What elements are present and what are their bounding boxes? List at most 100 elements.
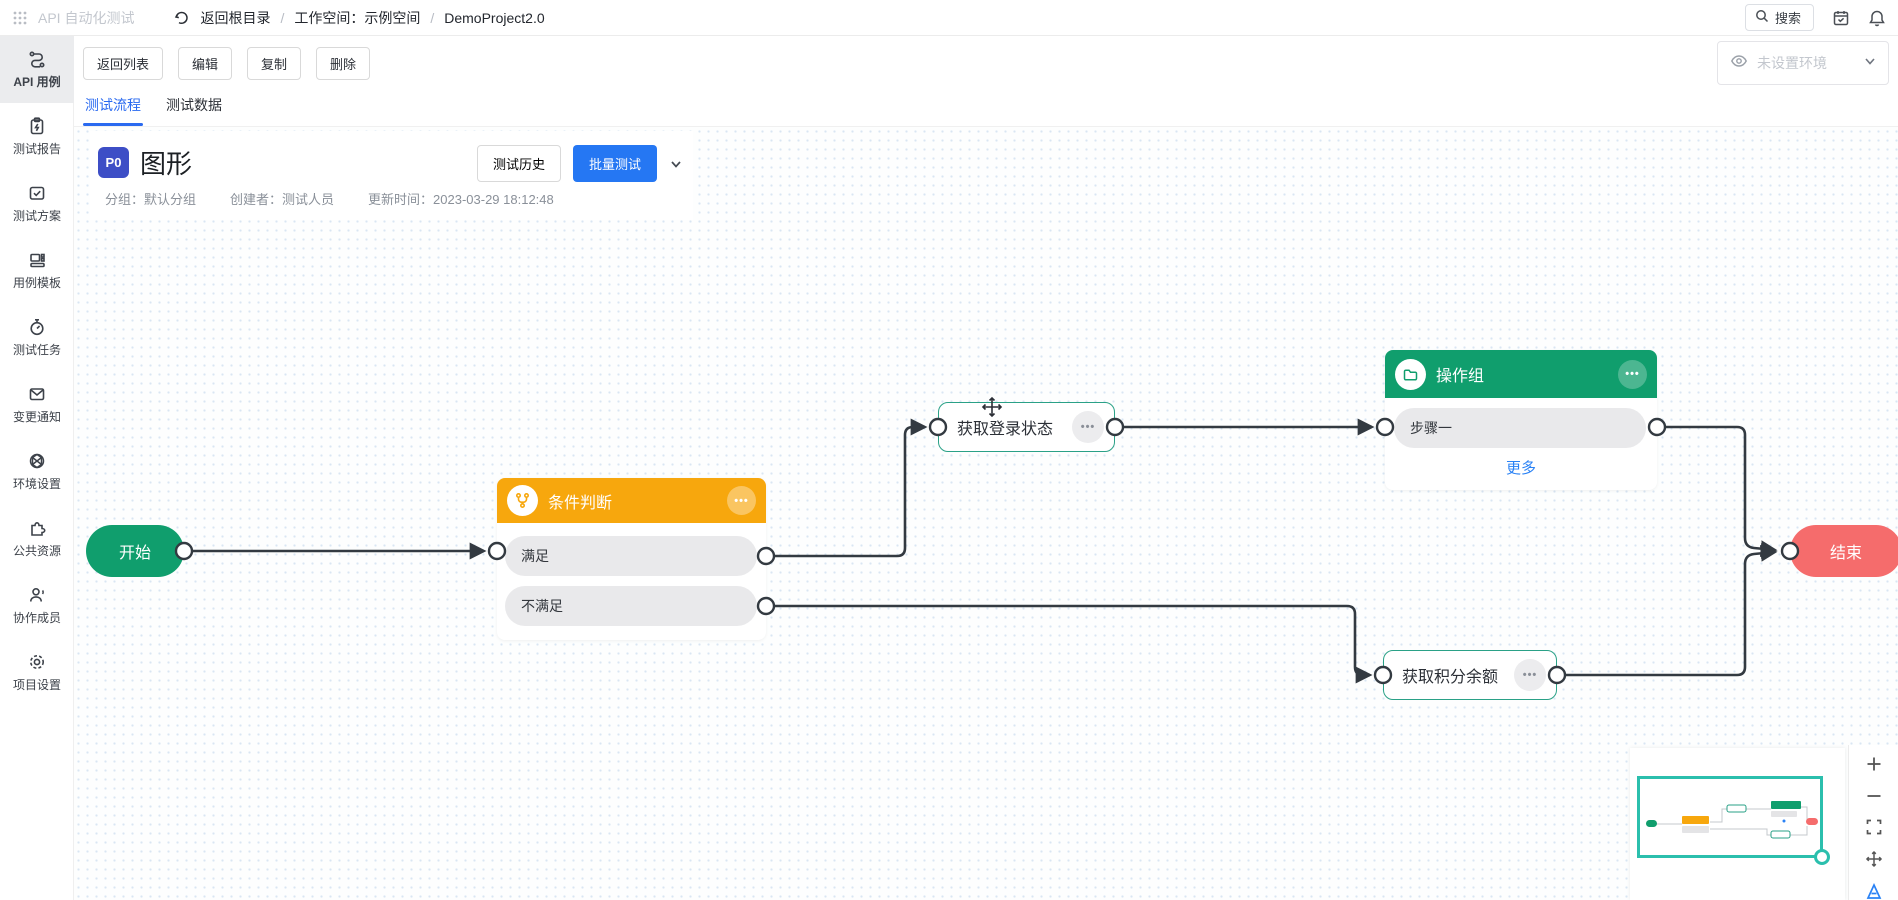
app-grid-icon[interactable] — [12, 10, 28, 26]
search-icon — [1755, 9, 1769, 26]
bell-icon[interactable] — [1868, 9, 1886, 27]
sidebar: API 用例 测试报告 测试方案 用例模板 — [0, 36, 74, 900]
edge-group-to-end — [1665, 425, 1778, 558]
node-title: 条件判断 — [548, 494, 613, 512]
delete-button[interactable]: 删除 — [316, 46, 371, 80]
branch-row-not-met[interactable]: 不满足 — [505, 586, 757, 626]
puzzle-icon — [31, 521, 46, 536]
copy-button[interactable]: 复制 — [247, 46, 302, 80]
flow-edges-layer — [174, 417, 1800, 685]
flow-node-action-group[interactable]: 操作组 ••• 步骤一 更多 — [1385, 350, 1657, 490]
sidebar-item-env-settings[interactable]: 环境设置 — [0, 438, 74, 505]
annotate-tool-button[interactable] — [1863, 881, 1885, 900]
template-layout-icon — [30, 253, 45, 268]
breadcrumb: 返回根目录 / 工作空间：示例空间 / DemoProject2.0 — [174, 8, 545, 28]
sidebar-item-label: 变更通知 — [12, 410, 61, 424]
folder-icon — [1395, 358, 1426, 390]
sidebar-item-test-reports[interactable]: 测试报告 — [0, 103, 74, 170]
edge-get-points-to-end — [1565, 544, 1778, 677]
back-to-list-button[interactable]: 返回列表 — [83, 46, 164, 80]
search-label: 搜索 — [1774, 11, 1801, 26]
node-label: 获取积分余额 — [1402, 669, 1499, 686]
tab-test-flow[interactable]: 测试流程 — [83, 95, 143, 126]
sidebar-item-label: 项目设置 — [12, 678, 61, 692]
case-summary-card: P0 图形 分组：默认分组 创建者：测试人员 更新时间：2023-03-29 1… — [90, 131, 693, 220]
minimap-panel — [1630, 748, 1845, 900]
branch-row-met[interactable]: 满足 — [505, 536, 757, 576]
case-actions: 测试历史 批量测试 — [476, 145, 683, 182]
env-selector[interactable]: 未设置环境 — [1717, 41, 1889, 85]
test-history-button[interactable]: 测试历史 — [476, 145, 561, 182]
node-menu-button[interactable]: ••• — [1072, 411, 1104, 443]
flow-canvas[interactable]: P0 图形 分组：默认分组 创建者：测试人员 更新时间：2023-03-29 1… — [74, 127, 1898, 900]
zoom-out-button[interactable] — [1863, 787, 1885, 806]
detail-tabs: 测试流程 测试数据 — [74, 90, 1898, 127]
sidebar-item-label: 测试方案 — [12, 209, 61, 223]
sidebar-item-label: 公共资源 — [12, 544, 61, 558]
breadcrumb-separator: / — [430, 9, 435, 26]
case-creator: 创建者：测试人员 — [230, 192, 335, 207]
priority-badge: P0 — [98, 147, 129, 178]
sidebar-item-case-templates[interactable]: 用例模板 — [0, 237, 74, 304]
node-menu-button[interactable]: ••• — [1618, 359, 1647, 389]
member-icon — [30, 588, 44, 602]
sidebar-item-project-settings[interactable]: 项目设置 — [0, 639, 74, 706]
sidebar-item-label: 环境设置 — [12, 477, 61, 491]
breadcrumb-root[interactable]: 返回根目录 — [200, 9, 271, 26]
fit-view-button[interactable] — [1863, 818, 1885, 837]
env-selector-value: 未设置环境 — [1757, 55, 1827, 71]
app-title: API 自动化测试 — [38, 9, 135, 26]
zoom-in-button[interactable] — [1863, 755, 1885, 774]
case-toolbar: 返回列表 编辑 复制 删除 未设置环境 — [74, 36, 1898, 90]
node-menu-button[interactable]: ••• — [1514, 659, 1546, 691]
pan-mode-button[interactable] — [1863, 850, 1885, 869]
case-meta: 分组：默认分组 创建者：测试人员 更新时间：2023-03-29 18:12:4… — [105, 189, 554, 208]
calendar-check-icon[interactable] — [1832, 9, 1850, 27]
back-undo-icon[interactable] — [174, 10, 190, 26]
breadcrumb-workspace[interactable]: 工作空间：示例空间 — [294, 9, 421, 26]
sidebar-item-test-plans[interactable]: 测试方案 — [0, 170, 74, 237]
batch-test-dropdown-icon[interactable] — [669, 157, 683, 171]
globe-icon — [29, 453, 45, 469]
case-group: 分组：默认分组 — [105, 192, 197, 207]
node-label: 开始 — [118, 545, 151, 562]
more-steps-link[interactable]: 更多 — [1505, 460, 1536, 477]
flow-node-get-login-status[interactable]: 获取登录状态 ••• — [938, 402, 1115, 452]
node-title: 操作组 — [1436, 368, 1485, 385]
node-label: 获取登录状态 — [957, 421, 1054, 438]
minimap-preview — [1646, 801, 1818, 839]
search-button[interactable]: 搜索 — [1744, 4, 1814, 31]
tab-test-data[interactable]: 测试数据 — [166, 97, 222, 113]
minimap-resize-handle[interactable] — [1814, 849, 1830, 865]
report-clipboard-icon — [30, 117, 44, 135]
action-group-header: 操作组 ••• — [1385, 350, 1657, 398]
sidebar-item-members[interactable]: 协作成员 — [0, 572, 74, 639]
case-updated: 更新时间：2023-03-29 18:12:48 — [368, 192, 554, 207]
step-row-one[interactable]: 步骤一 — [1394, 408, 1646, 448]
sidebar-item-api-cases[interactable]: API 用例 — [0, 36, 74, 103]
sidebar-item-label: 用例模板 — [12, 276, 61, 290]
condition-body: 满足 不满足 — [497, 523, 766, 626]
flow-node-condition[interactable]: 条件判断 ••• 满足 不满足 — [497, 478, 766, 640]
sidebar-item-test-tasks[interactable]: 测试任务 — [0, 304, 74, 371]
chevron-down-icon — [1864, 54, 1876, 72]
view-controls — [1848, 745, 1898, 900]
node-menu-button[interactable]: ••• — [727, 486, 756, 515]
edge-met-to-get-login — [774, 418, 928, 558]
batch-test-button[interactable]: 批量测试 — [572, 145, 657, 182]
case-title: 图形 — [140, 149, 193, 179]
eye-icon — [1730, 52, 1748, 75]
breadcrumb-project[interactable]: DemoProject2.0 — [444, 9, 545, 26]
flow-node-start[interactable]: 开始 — [86, 525, 184, 577]
topbar-actions: 搜索 — [1744, 4, 1886, 31]
mail-icon — [29, 388, 45, 401]
sidebar-item-label: 测试任务 — [12, 343, 61, 357]
sidebar-item-shared-resources[interactable]: 公共资源 — [0, 505, 74, 572]
plan-check-icon — [29, 186, 45, 200]
flow-node-end[interactable]: 结束 — [1790, 525, 1898, 577]
edit-button[interactable]: 编辑 — [178, 46, 233, 80]
sidebar-item-change-notices[interactable]: 变更通知 — [0, 371, 74, 438]
flow-node-get-points-balance[interactable]: 获取积分余额 ••• — [1383, 650, 1557, 700]
minimap-viewport[interactable] — [1637, 776, 1830, 865]
